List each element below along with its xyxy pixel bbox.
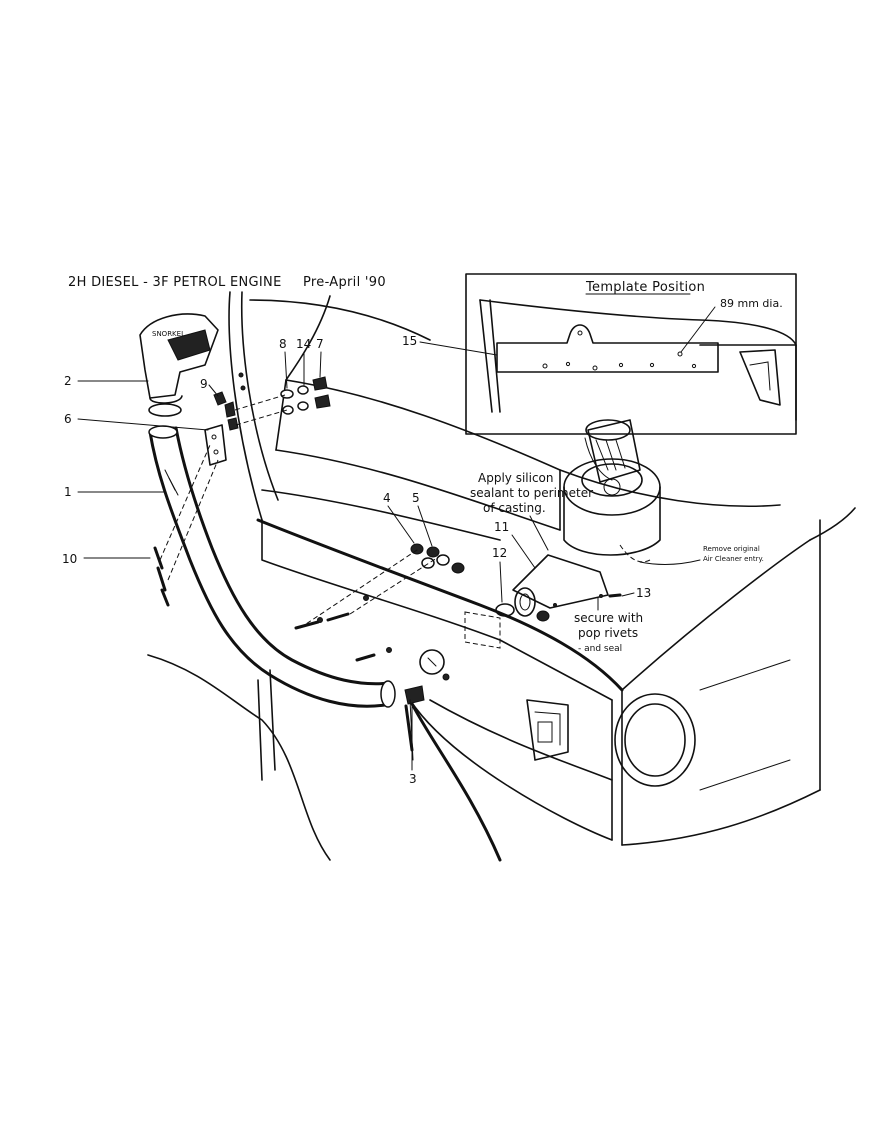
callout-14: 14	[296, 337, 311, 351]
lower-hardware	[294, 543, 465, 761]
rivet-note-3: - and seal	[578, 644, 622, 654]
callout-13: 13	[636, 586, 651, 600]
silicon-note-2: sealant to perimeter	[470, 486, 593, 500]
template-position-inset: Template Position 89 mm dia. 15	[402, 273, 797, 435]
silicon-note-3: of casting.	[483, 501, 546, 515]
snorkel-body	[148, 425, 396, 708]
callout-10: 10	[62, 552, 77, 566]
callout-8: 8	[279, 337, 287, 351]
callout-3: 3	[409, 772, 417, 786]
svg-text:SNORKEL: SNORKEL	[152, 330, 185, 338]
callout-2: 2	[64, 374, 72, 388]
template-heading: Template Position	[585, 280, 705, 295]
snorkel-bottom-opening	[380, 680, 396, 708]
mounting-bracket	[204, 424, 227, 466]
rivet-note-1: secure with	[574, 611, 643, 625]
callout-9: 9	[200, 377, 208, 391]
callout-5: 5	[412, 491, 420, 505]
date-title: Pre-April '90	[303, 275, 386, 290]
intake-casting	[495, 554, 622, 622]
callout-1: 1	[64, 485, 72, 499]
air-ram-head: SNORKEL	[139, 313, 219, 417]
callout-4: 4	[383, 491, 391, 505]
upper-hardware	[213, 372, 331, 431]
vehicle-body	[147, 291, 856, 862]
rivet-note-2: pop rivets	[578, 626, 638, 640]
callout-11: 11	[494, 520, 509, 534]
engine-title: 2H DIESEL - 3F PETROL ENGINE	[68, 275, 282, 290]
headlamp	[614, 693, 696, 787]
bolt-set	[153, 444, 219, 607]
silicon-note-1: Apply silicon	[478, 471, 554, 485]
seal-ring	[495, 603, 515, 617]
callout-12: 12	[492, 546, 507, 560]
annotations: Apply silicon sealant to perimeter of ca…	[470, 471, 764, 654]
dia-leader	[680, 306, 716, 353]
side-indicator	[526, 699, 569, 761]
snorkel-top-opening	[148, 425, 178, 439]
callouts: 2 6 1 10 9 8 14 7 4 5 3 12 11 13	[62, 337, 651, 786]
remove-note-2: Air Cleaner entry.	[703, 555, 764, 563]
callout-15: 15	[402, 334, 417, 348]
callout-7: 7	[316, 337, 324, 351]
remove-note-1: Remove original	[703, 545, 760, 553]
dia-note: 89 mm dia.	[720, 297, 783, 310]
callout-6: 6	[64, 412, 72, 426]
template-plate	[496, 324, 719, 373]
body-hole	[419, 649, 445, 675]
